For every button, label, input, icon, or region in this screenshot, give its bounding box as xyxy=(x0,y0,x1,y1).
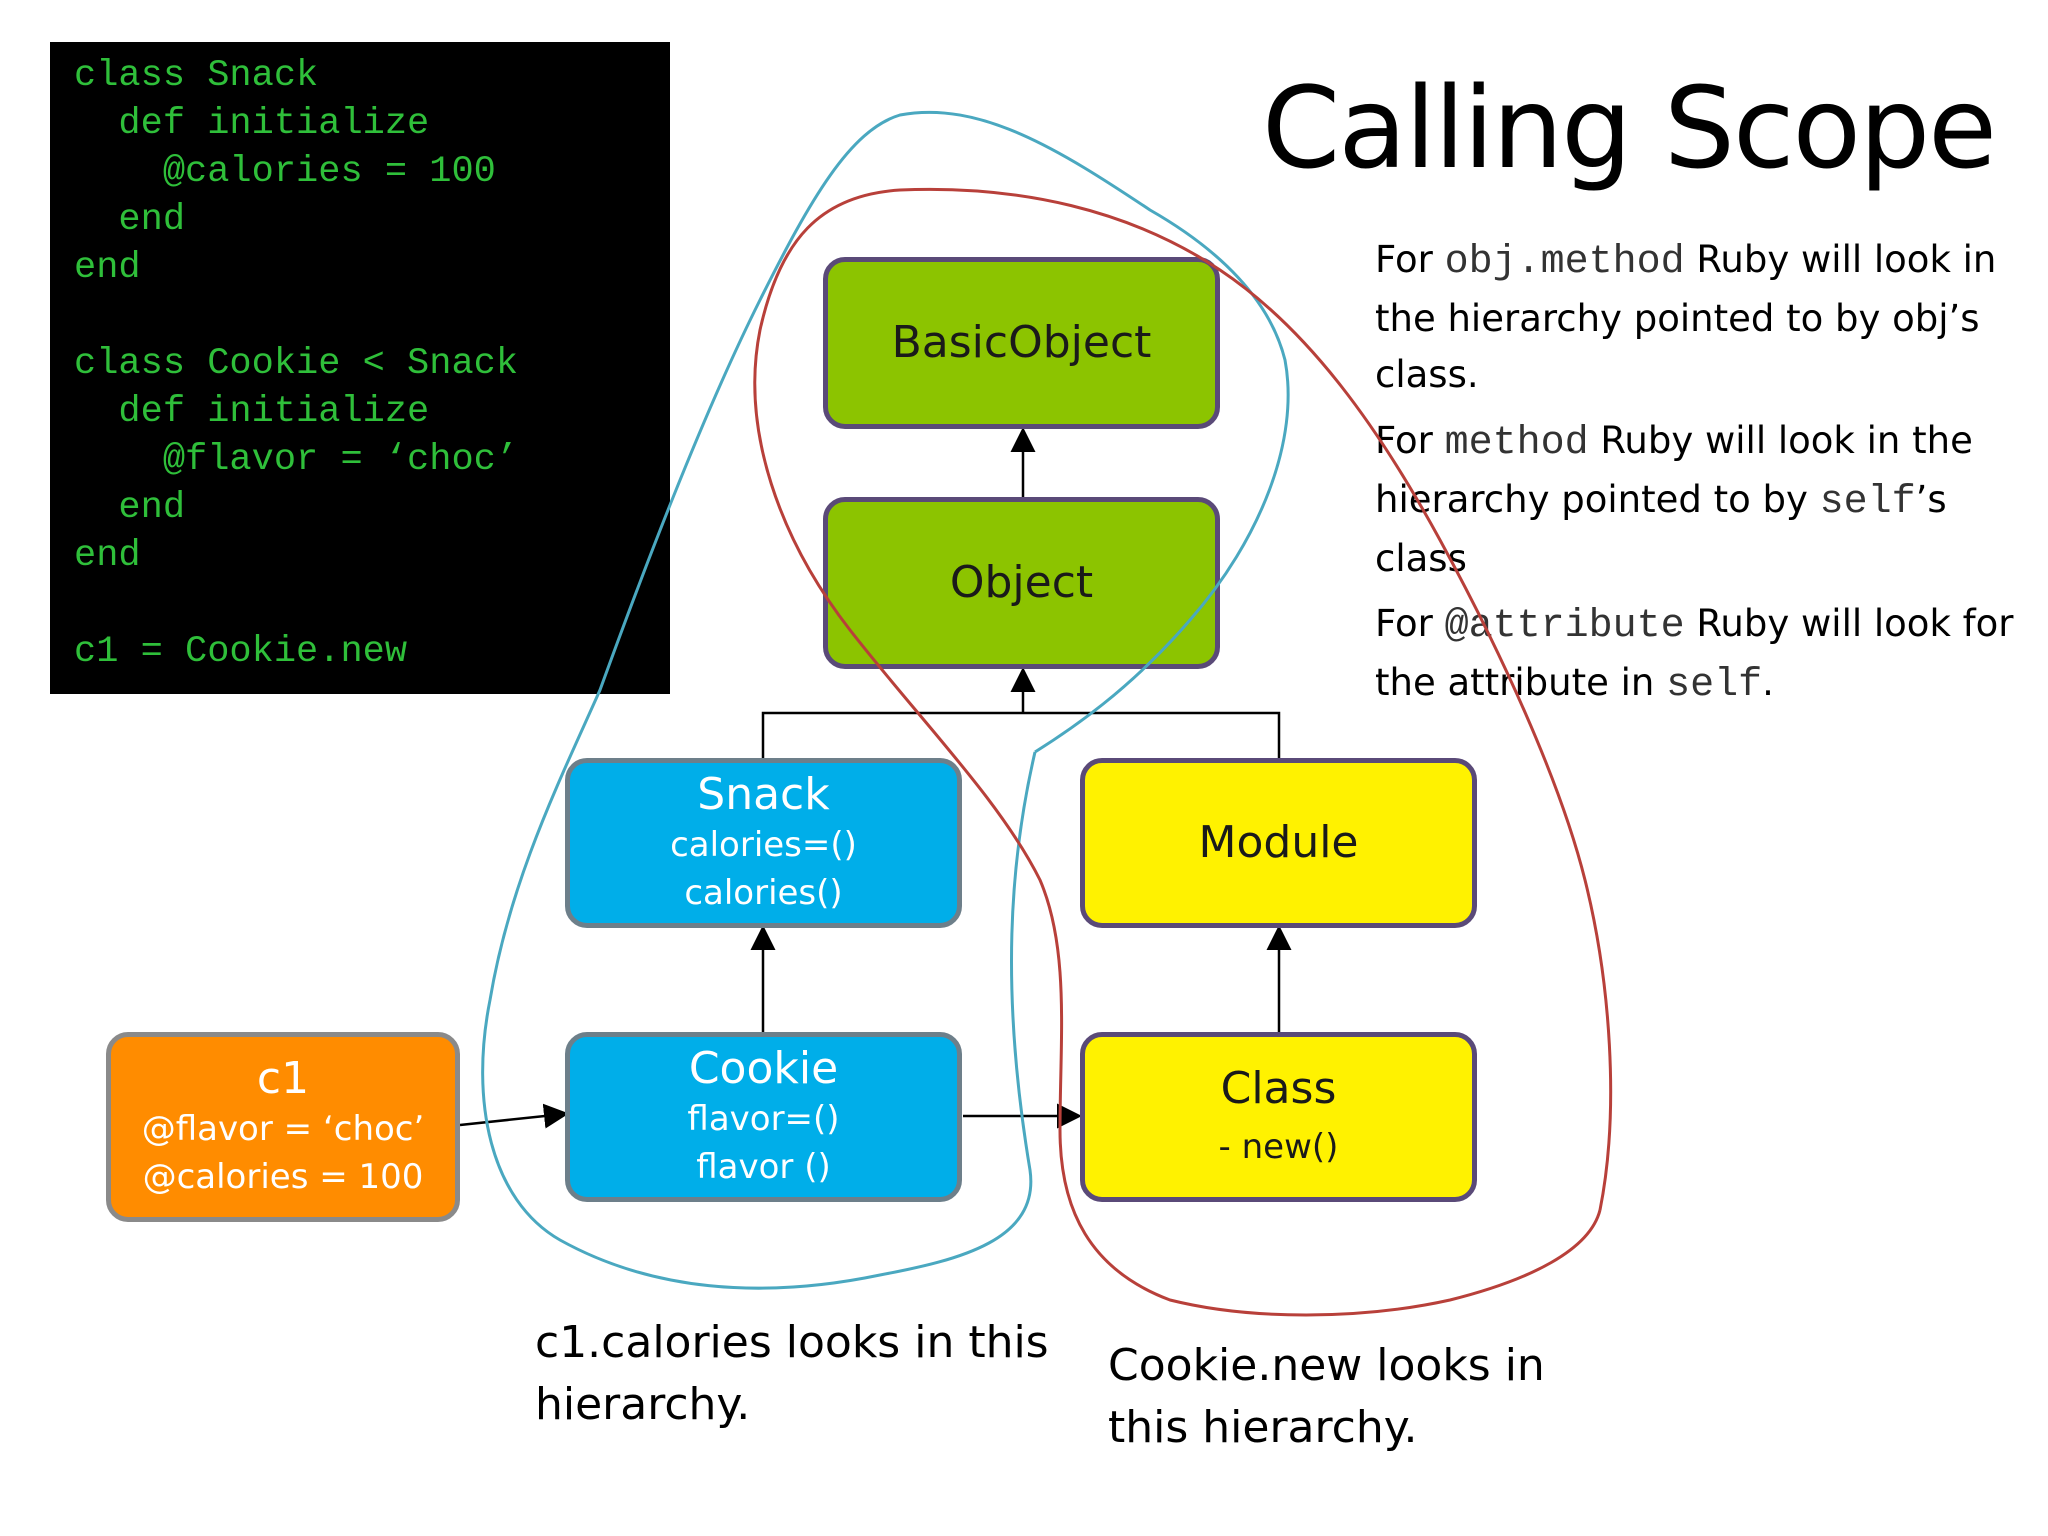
caption-calories: c1.calories looks in this hierarchy. xyxy=(535,1317,1049,1430)
code-line: end xyxy=(74,199,186,241)
code-line: end xyxy=(74,247,141,289)
box-title: Object xyxy=(949,557,1094,608)
box-attribute: @calories = 100 xyxy=(142,1157,424,1197)
cookie-box: Cookie flavor=() flavor () xyxy=(565,1032,962,1202)
code-line: end xyxy=(74,487,186,529)
box-title: Module xyxy=(1198,817,1359,868)
box-method: calories=() xyxy=(670,825,857,865)
code-line: def initialize xyxy=(74,103,430,145)
box-title: c1 xyxy=(256,1053,310,1104)
box-title: Cookie xyxy=(688,1043,839,1094)
snack-box: Snack calories=() calories() xyxy=(565,758,962,928)
class-box: Class - new() xyxy=(1080,1032,1477,1202)
code-token: self xyxy=(1666,663,1763,708)
code-line: class Snack xyxy=(74,55,319,97)
box-title: Snack xyxy=(697,769,830,820)
code-line: end xyxy=(74,535,141,577)
module-box: Module xyxy=(1080,758,1477,928)
box-method: flavor () xyxy=(696,1147,831,1187)
paragraph-text: . xyxy=(1762,661,1774,704)
box-title: BasicObject xyxy=(891,317,1152,368)
box-method: flavor=() xyxy=(687,1099,840,1139)
c1-box: c1 @flavor = ‘choc’ @calories = 100 xyxy=(106,1032,460,1222)
slide-title: Calling Scope xyxy=(1262,64,1997,194)
code-line: def initialize xyxy=(74,391,430,433)
bracket-snack-module xyxy=(761,711,1281,758)
box-title: Class xyxy=(1220,1063,1337,1114)
caption-new: Cookie.new looks in this hierarchy. xyxy=(1108,1340,1545,1453)
basicobject-box: BasicObject xyxy=(823,257,1220,429)
code-line: c1 = Cookie.new xyxy=(74,631,408,673)
box-method: - new() xyxy=(1218,1127,1339,1167)
box-method: calories() xyxy=(684,873,843,913)
box-attribute: @flavor = ‘choc’ xyxy=(141,1109,425,1149)
object-box: Object xyxy=(823,497,1220,669)
code-token: self xyxy=(1819,480,1916,525)
arrow-c1-to-cookie xyxy=(459,1103,569,1129)
